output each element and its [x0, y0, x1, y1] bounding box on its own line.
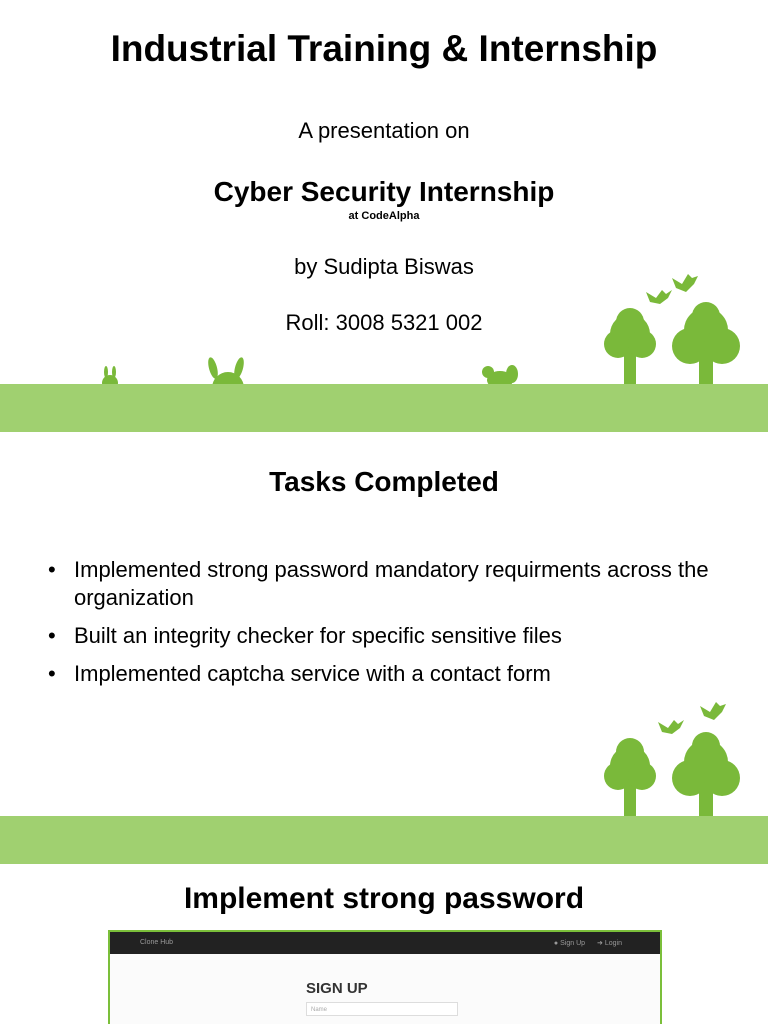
tree-icon: [604, 308, 656, 386]
tree-icon: [672, 732, 740, 816]
user-icon: ●: [553, 940, 559, 947]
list-item: • Built an integrity checker for specifi…: [48, 622, 728, 650]
signup-heading: SIGN UP: [306, 980, 368, 997]
signup-link: Sign Up: [560, 940, 586, 947]
bullet-icon: •: [48, 661, 56, 686]
screenshot-navbar: Clone Hub ●Sign Up ➜Login: [110, 932, 660, 954]
password-slide-title: Implement strong password: [183, 882, 585, 915]
slide-title: Industrial Training & Internship: [110, 28, 658, 69]
task-text: Implemented strong password mandatory re…: [74, 557, 709, 610]
list-item: • Implemented strong password mandatory …: [48, 556, 728, 612]
login-link: Login: [604, 940, 622, 947]
bird-icon: [646, 290, 672, 304]
task-text: Implemented captcha service with a conta…: [74, 661, 551, 686]
roll-number-text: Roll: 3008 5321 002: [285, 310, 483, 335]
tasks-list: • Implemented strong password mandatory …: [48, 556, 728, 698]
screenshot-body: SIGN UP Name: [110, 954, 660, 1024]
bird-icon: [672, 274, 698, 292]
title-slide: Industrial Training & Internship A prese…: [0, 0, 768, 432]
grass-ground: [0, 384, 768, 432]
tree-icon: [672, 302, 740, 386]
nature-scene-illustration: [102, 274, 740, 408]
tasks-slide: Tasks Completed • Implemented strong pas…: [0, 432, 768, 864]
bullet-icon: •: [48, 623, 56, 648]
password-slide: Implement strong password Clone Hub ●Sig…: [0, 864, 768, 1024]
bird-icon: [658, 720, 684, 734]
list-item: • Implemented captcha service with a con…: [48, 660, 728, 688]
organization-label: at CodeAlpha: [348, 210, 420, 222]
tasks-title: Tasks Completed: [269, 466, 499, 497]
bird-icon: [700, 702, 726, 720]
intro-text: A presentation on: [298, 118, 470, 143]
tree-icon: [604, 738, 656, 816]
signup-screenshot: Clone Hub ●Sign Up ➜Login SIGN UP Name: [108, 930, 662, 1024]
topic-heading: Cyber Security Internship: [213, 176, 555, 207]
name-field: Name: [306, 1002, 458, 1016]
bullet-icon: •: [48, 557, 56, 582]
screenshot-brand: Clone Hub: [140, 939, 174, 946]
author-text: by Sudipta Biswas: [294, 254, 474, 279]
grass-ground: [0, 816, 768, 864]
task-text: Built an integrity checker for specific …: [74, 623, 562, 648]
nature-scene-illustration: [604, 702, 740, 816]
login-icon: ➜: [596, 940, 603, 947]
